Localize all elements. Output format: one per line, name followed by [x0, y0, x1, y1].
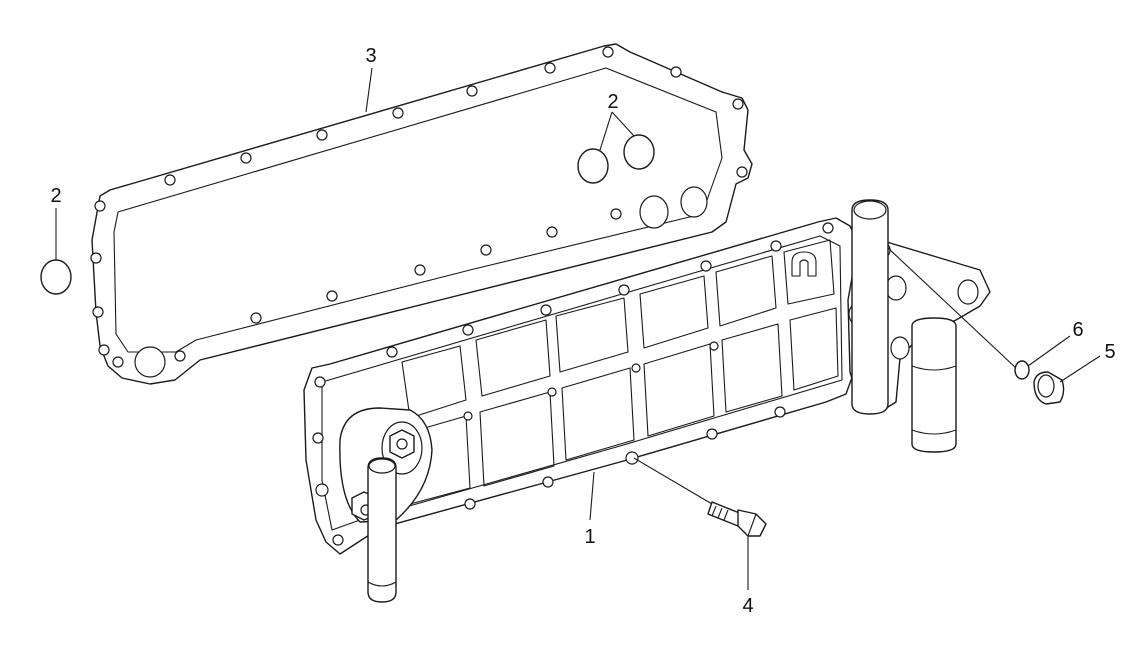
cooler-rim [321, 235, 843, 531]
bolt-head [737, 509, 767, 537]
callout-6: 6 [1072, 319, 1083, 341]
o-ring-top-b [623, 134, 655, 170]
gasket-inner-edge [113, 67, 723, 353]
gasket-ports [134, 186, 708, 378]
bolt-part-4 [707, 501, 767, 537]
cooler-right-housing [847, 199, 991, 453]
oil-cooler-part-1 [303, 199, 991, 603]
gasket-outline [91, 43, 753, 385]
small-o-ring-part-6 [1014, 360, 1030, 380]
gasket-part-3 [90, 43, 753, 385]
cooler-left-boss [339, 407, 433, 603]
callout-2-top: 2 [607, 91, 618, 113]
cooler-plate [303, 217, 859, 555]
callout-4: 4 [742, 595, 753, 617]
cooler-bolt-holes [312, 222, 834, 546]
callout-3: 3 [365, 45, 376, 67]
o-ring-top-a [577, 148, 609, 184]
o-ring-left [40, 259, 72, 295]
o-rings-part-2 [40, 134, 655, 295]
leader-lines [55, 67, 1101, 590]
callout-5: 5 [1104, 341, 1115, 363]
gasket-bolt-holes [90, 46, 748, 368]
callout-1: 1 [584, 526, 595, 548]
callout-2-left: 2 [50, 185, 61, 207]
plug-part-5 [1033, 371, 1065, 405]
callout-labels: 2 2 3 1 4 6 5 [50, 45, 1115, 617]
cooler-slot [791, 251, 817, 277]
